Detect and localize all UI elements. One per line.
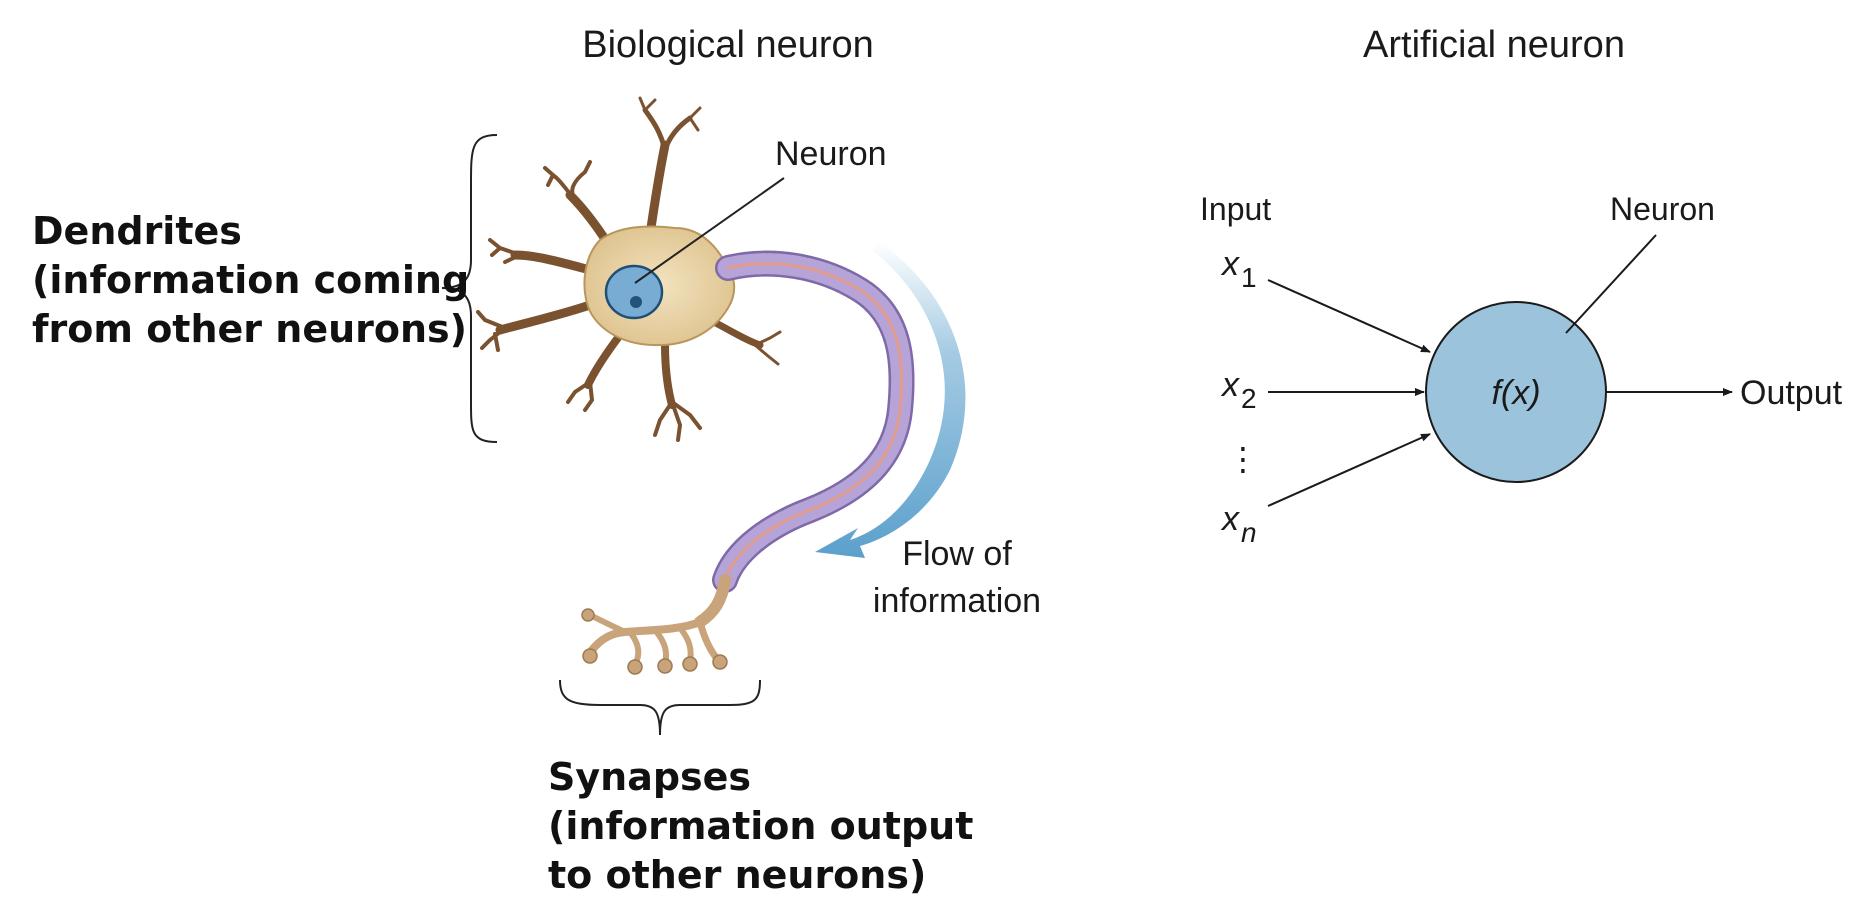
flow-label-line2: information	[873, 582, 1041, 620]
biological-neuron-title: Biological neuron	[582, 24, 874, 66]
input-arrow-xn	[1267, 433, 1431, 507]
input-ellipsis: ⋮	[1227, 441, 1259, 477]
dendrites-label: Dendrites (information coming from other…	[32, 209, 469, 351]
synapses-label: Synapses (information output to other ne…	[548, 755, 973, 897]
flow-arrow	[815, 242, 966, 558]
input-x2-sub: 2	[1241, 383, 1257, 414]
synapse-bulbs	[581, 608, 728, 675]
dendrites-label-line1: Dendrites	[32, 209, 242, 253]
input-xn-sub: n	[1241, 517, 1257, 548]
input-label: Input	[1200, 191, 1271, 227]
synapses-label-line1: Synapses	[548, 755, 751, 799]
input-x1: x1	[1220, 245, 1257, 293]
axon-terminal	[587, 574, 731, 668]
input-x2: x2	[1220, 366, 1257, 414]
dendrites-brace	[441, 134, 498, 443]
nucleus	[604, 264, 664, 320]
artificial-neuron-title: Artificial neuron	[1363, 24, 1625, 66]
input-x1-base: x	[1220, 245, 1240, 283]
ann-neuron-label: Neuron	[1610, 191, 1715, 227]
ann-neuron-leader-line	[1565, 234, 1657, 334]
synapses-label-line2: (information output	[548, 804, 973, 848]
bio-neuron-label: Neuron	[775, 135, 887, 173]
bio-neuron-leader-line	[634, 177, 785, 284]
activation-function-label: f(x)	[1491, 374, 1540, 412]
dendrites-label-line3: from other neurons)	[32, 307, 467, 351]
input-arrow-x1	[1267, 279, 1431, 353]
nucleolus	[630, 296, 642, 308]
axon	[712, 250, 915, 593]
input-x2-base: x	[1220, 366, 1240, 404]
flow-label-line1: Flow of	[902, 535, 1012, 573]
biological-neuron-illustration	[476, 96, 915, 675]
input-xn: xn	[1220, 500, 1257, 548]
input-xn-base: x	[1220, 500, 1240, 538]
synapses-brace	[559, 679, 761, 736]
dendrites-label-line2: (information coming	[32, 258, 469, 302]
input-x1-sub: 1	[1241, 262, 1257, 293]
synapses-label-line3: to other neurons)	[548, 853, 926, 897]
output-label: Output	[1740, 374, 1843, 412]
